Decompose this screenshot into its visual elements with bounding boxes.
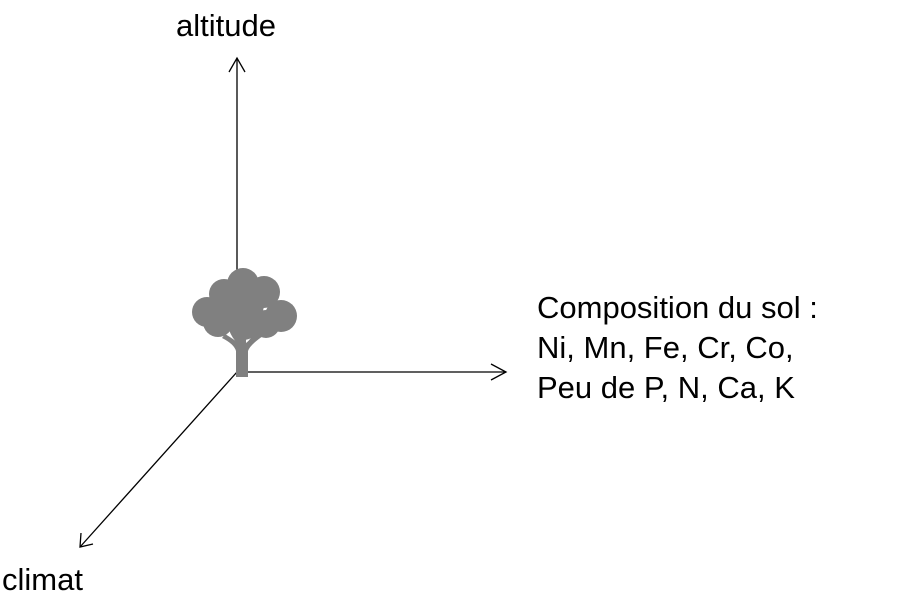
altitude-label: altitude bbox=[176, 8, 276, 43]
soil-axis bbox=[237, 363, 508, 381]
climat-label: climat bbox=[2, 562, 83, 597]
soil-composition-line: Ni, Mn, Fe, Cr, Co, bbox=[537, 330, 794, 365]
soil-composition-label: Composition du sol : Ni, Mn, Fe, Cr, Co,… bbox=[537, 288, 818, 408]
tree-icon bbox=[192, 268, 297, 377]
soil-composition-line: Composition du sol : bbox=[537, 290, 818, 325]
climat-axis bbox=[79, 371, 238, 548]
soil-composition-line: Peu de P, N, Ca, K bbox=[537, 370, 795, 405]
